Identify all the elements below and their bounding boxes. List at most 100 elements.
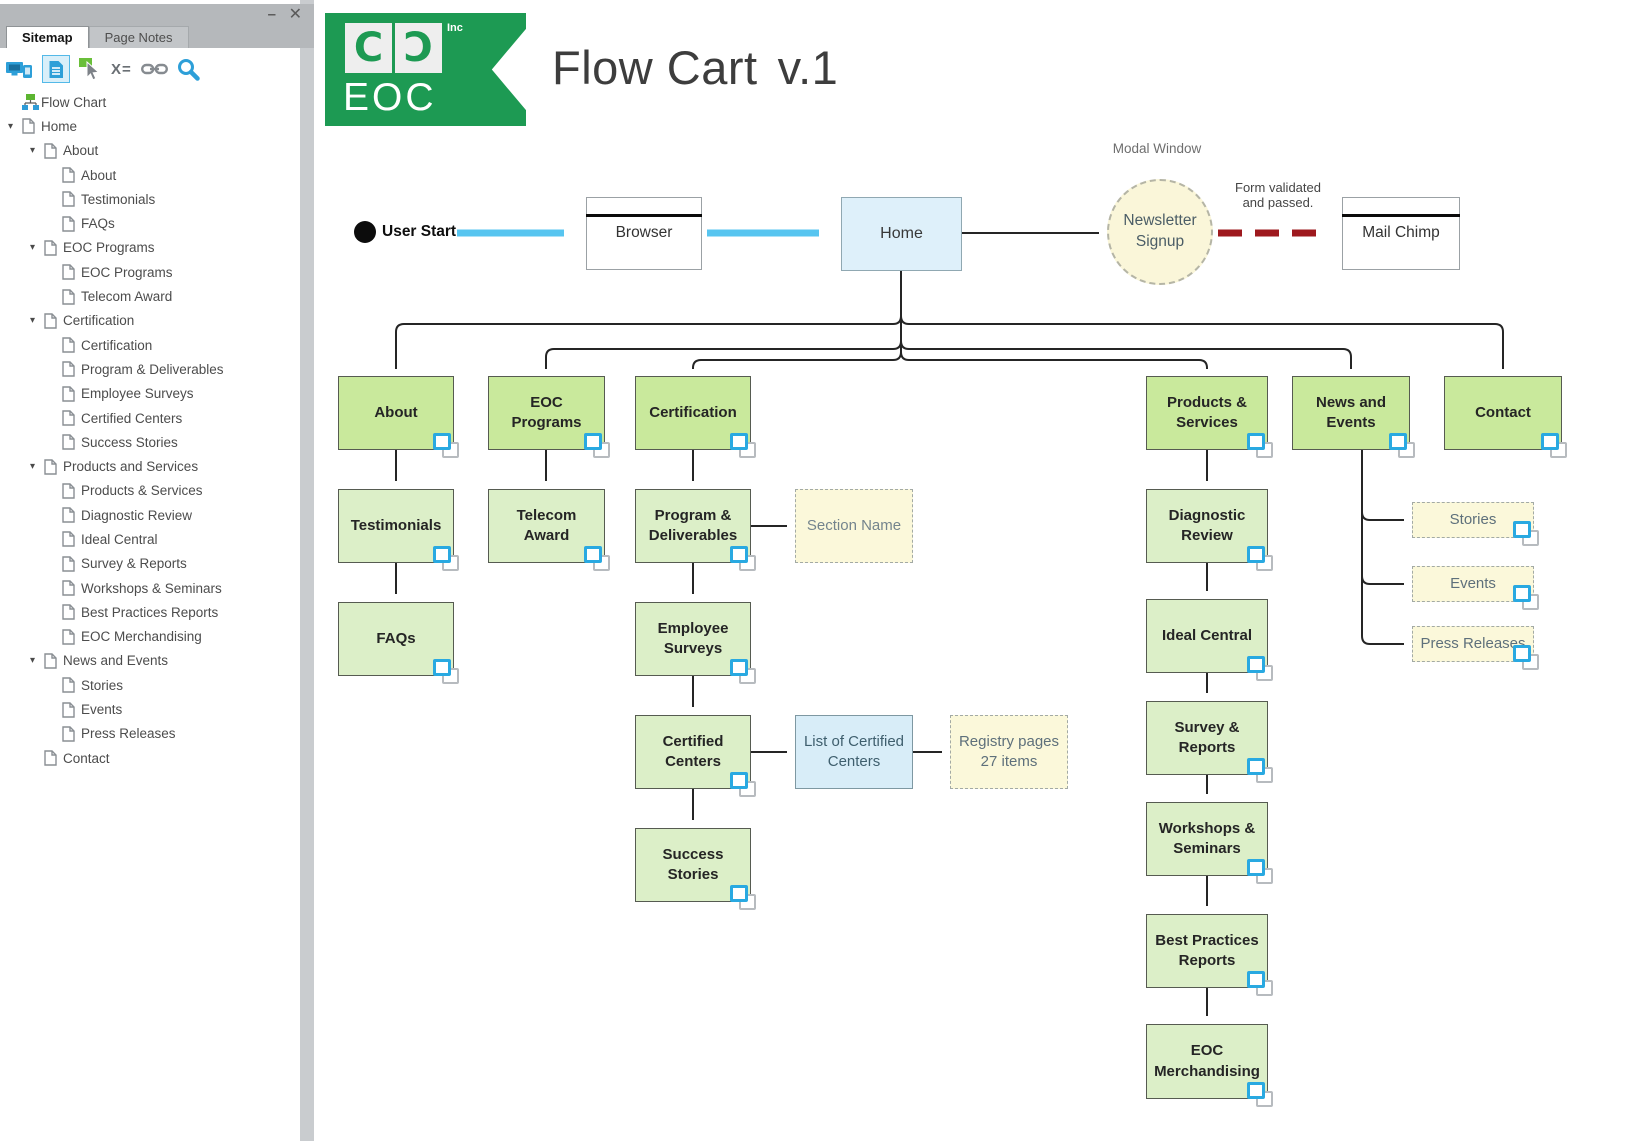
node-label: Diagnostic Review xyxy=(1168,506,1246,544)
tab-sitemap[interactable]: Sitemap xyxy=(6,26,89,48)
node-mail-chimp[interactable]: Mail Chimp xyxy=(1342,197,1460,270)
node-events[interactable]: Events xyxy=(1412,566,1539,610)
tree-item-label: Products and Services xyxy=(63,459,199,475)
tree-item-contact[interactable]: Contact xyxy=(0,746,292,770)
page-icon xyxy=(44,750,63,766)
node-contact[interactable]: Contact xyxy=(1444,376,1567,458)
node-about[interactable]: About xyxy=(338,376,459,458)
tree-item-products-and-services[interactable]: Products & Services xyxy=(0,479,292,503)
tree-item-survey-and-reports[interactable]: Survey & Reports xyxy=(0,552,292,576)
tab-page-notes[interactable]: Page Notes xyxy=(88,26,189,48)
tree-item-program-and-deliverables[interactable]: Program & Deliverables xyxy=(0,357,292,381)
collapse-arrow-icon[interactable]: ▾ xyxy=(30,461,36,473)
select-cursor-icon[interactable] xyxy=(79,57,102,81)
tree-item-news-and-events[interactable]: ▾News and Events xyxy=(0,649,292,673)
tree-item-products-and-services[interactable]: ▾ Products and Services xyxy=(0,454,292,478)
tree-item-eoc-merchandising[interactable]: EOC Merchandising xyxy=(0,625,292,649)
tree-item-employee-surveys[interactable]: Employee Surveys xyxy=(0,382,292,406)
node-news-events[interactable]: News and Events xyxy=(1292,376,1415,458)
minimize-button[interactable]: – xyxy=(267,6,276,23)
node-program-deliverables[interactable]: Program & Deliverables xyxy=(635,489,756,571)
tree-item-label: Best Practices Reports xyxy=(81,604,219,620)
page-icon xyxy=(44,653,63,669)
tree-item-label: Events xyxy=(81,702,123,718)
page-icon xyxy=(62,264,81,280)
node-newsletter-signup[interactable]: Newsletter Signup xyxy=(1107,179,1213,285)
tree-item-certified-centers[interactable]: Certified Centers xyxy=(0,406,292,430)
tree-item-certification[interactable]: ▾Certification xyxy=(0,309,292,333)
link-icon[interactable] xyxy=(140,62,168,76)
node-certified-centers[interactable]: Certified Centers xyxy=(635,715,756,797)
node-home[interactable]: Home xyxy=(841,197,962,271)
collapse-arrow-icon[interactable]: ▾ xyxy=(30,315,36,327)
node-eoc-merchandising[interactable]: EOC Merchandising xyxy=(1146,1024,1273,1107)
tree-item-home[interactable]: ▾Home xyxy=(0,114,292,138)
tree-item-ideal-central[interactable]: Ideal Central xyxy=(0,527,292,551)
collapse-arrow-icon[interactable]: ▾ xyxy=(30,242,36,254)
collapse-arrow-icon[interactable]: ▾ xyxy=(30,655,36,667)
tree-item-stories[interactable]: Stories xyxy=(0,673,292,697)
node-certification[interactable]: Certification xyxy=(635,376,756,458)
node-list-certified-centers[interactable]: List of Certified Centers xyxy=(795,715,913,789)
node-ideal-central[interactable]: Ideal Central xyxy=(1146,599,1273,681)
panel-scrollbar[interactable] xyxy=(300,0,314,1141)
tree-item-label: About xyxy=(63,143,99,159)
node-telecom-award[interactable]: Telecom Award xyxy=(488,489,610,571)
logo-glyph-left: C xyxy=(345,23,392,73)
tree-item-press-releases[interactable]: Press Releases xyxy=(0,722,292,746)
pages-icon xyxy=(433,546,459,571)
node-products-services[interactable]: Products & Services xyxy=(1146,376,1273,458)
node-eoc-programs[interactable]: EOC Programs xyxy=(488,376,610,458)
node-testimonials[interactable]: Testimonials xyxy=(338,489,459,571)
node-survey-reports[interactable]: Survey & Reports xyxy=(1146,701,1273,783)
search-icon[interactable] xyxy=(177,58,200,81)
tree-item-label: Survey & Reports xyxy=(81,556,187,572)
tree-item-best-practices-reports[interactable]: Best Practices Reports xyxy=(0,600,292,624)
form-validated-label: Form validated and passed. xyxy=(1222,180,1334,210)
tree-item-label: EOC Merchandising xyxy=(81,629,202,645)
tree-item-success-stories[interactable]: Success Stories xyxy=(0,430,292,454)
tree-item-about[interactable]: About xyxy=(0,163,292,187)
node-registry-pages[interactable]: Registry pages 27 items xyxy=(950,715,1068,789)
node-label: News and Events xyxy=(1315,393,1387,431)
node-browser[interactable]: Browser xyxy=(586,197,702,270)
pages-icon xyxy=(730,546,756,571)
node-section-name[interactable]: Section Name xyxy=(795,489,913,563)
node-workshops-seminars[interactable]: Workshops & Seminars xyxy=(1146,802,1273,884)
collapse-arrow-icon[interactable]: ▾ xyxy=(30,145,36,157)
tree-item-workshops-and-seminars[interactable]: Workshops & Seminars xyxy=(0,576,292,600)
node-label: EOC Merchandising xyxy=(1154,1042,1260,1080)
node-stories[interactable]: Stories xyxy=(1412,502,1539,546)
close-button[interactable]: ✕ xyxy=(288,6,302,23)
node-press-releases[interactable]: Press Releases xyxy=(1412,626,1539,670)
collapse-arrow-icon[interactable]: ▾ xyxy=(8,120,14,132)
tree-item-testimonials[interactable]: Testimonials xyxy=(0,187,292,211)
node-faqs[interactable]: FAQs xyxy=(338,602,459,684)
tree-item-certification[interactable]: Certification xyxy=(0,333,292,357)
mailchimp-titlebar-line xyxy=(1342,214,1460,217)
tree-item-diagnostic-review[interactable]: Diagnostic Review xyxy=(0,503,292,527)
tree-item-telecom-award[interactable]: Telecom Award xyxy=(0,284,292,308)
tree-item-eoc-programs[interactable]: ▾EOC Programs xyxy=(0,236,292,260)
tree-item-about[interactable]: ▾ About xyxy=(0,139,292,163)
node-employee-surveys[interactable]: Employee Surveys xyxy=(635,602,756,684)
tree-item-faqs[interactable]: FAQs xyxy=(0,211,292,235)
tree-item-flow-chart[interactable]: Flow Chart xyxy=(0,90,292,114)
page-icon xyxy=(62,628,81,645)
page-notes-icon[interactable] xyxy=(42,55,70,83)
tree-item-events[interactable]: Events xyxy=(0,697,292,721)
pages-icon xyxy=(584,433,610,458)
node-label: Section Name xyxy=(806,516,902,534)
tree-item-label: Program & Deliverables xyxy=(81,361,224,377)
page-icon xyxy=(62,483,81,499)
devices-icon[interactable] xyxy=(6,59,33,79)
tree-item-eoc-programs[interactable]: EOC Programs xyxy=(0,260,292,284)
node-diagnostic-review[interactable]: Diagnostic Review xyxy=(1146,489,1273,571)
pages-icon xyxy=(1247,546,1273,571)
page-icon xyxy=(62,531,81,548)
pages-icon xyxy=(1247,859,1273,884)
variables-icon[interactable]: X= xyxy=(111,60,132,78)
page-icon xyxy=(62,288,81,305)
node-success-stories[interactable]: Success Stories xyxy=(635,828,756,910)
node-best-practices-reports[interactable]: Best Practices Reports xyxy=(1146,914,1273,996)
